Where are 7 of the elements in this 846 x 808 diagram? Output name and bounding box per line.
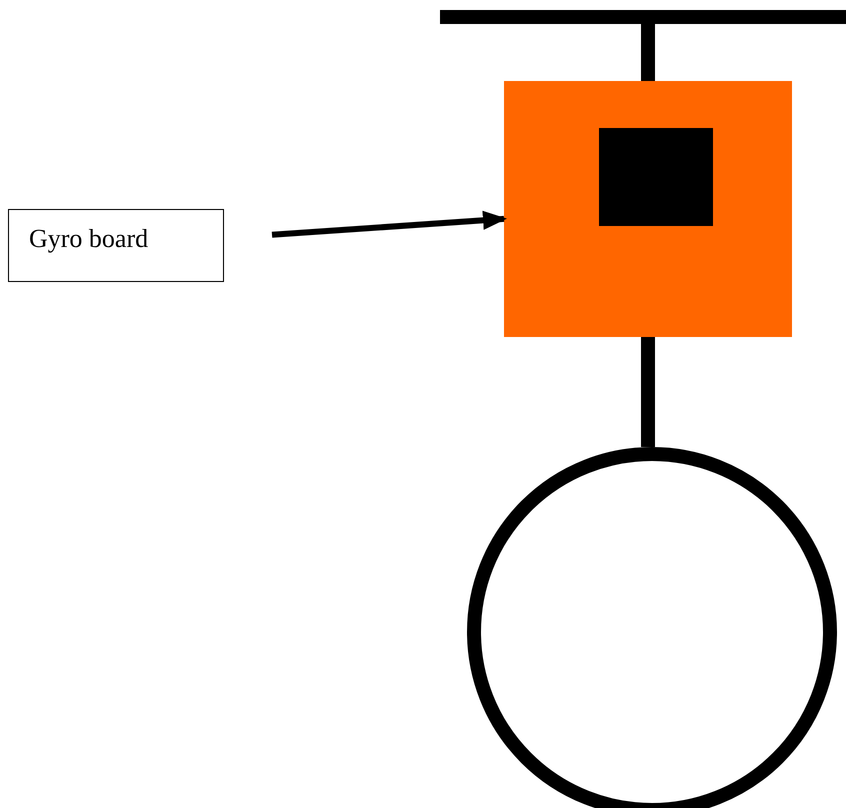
- pendulum-rod: [641, 337, 655, 447]
- ceiling-bar: [440, 10, 846, 24]
- leader-arrow: [272, 210, 507, 238]
- pendulum-rod: [641, 24, 655, 81]
- label-box: Gyro board: [8, 209, 224, 282]
- chip-rectangle: [599, 128, 713, 226]
- board-rectangle: [504, 81, 792, 337]
